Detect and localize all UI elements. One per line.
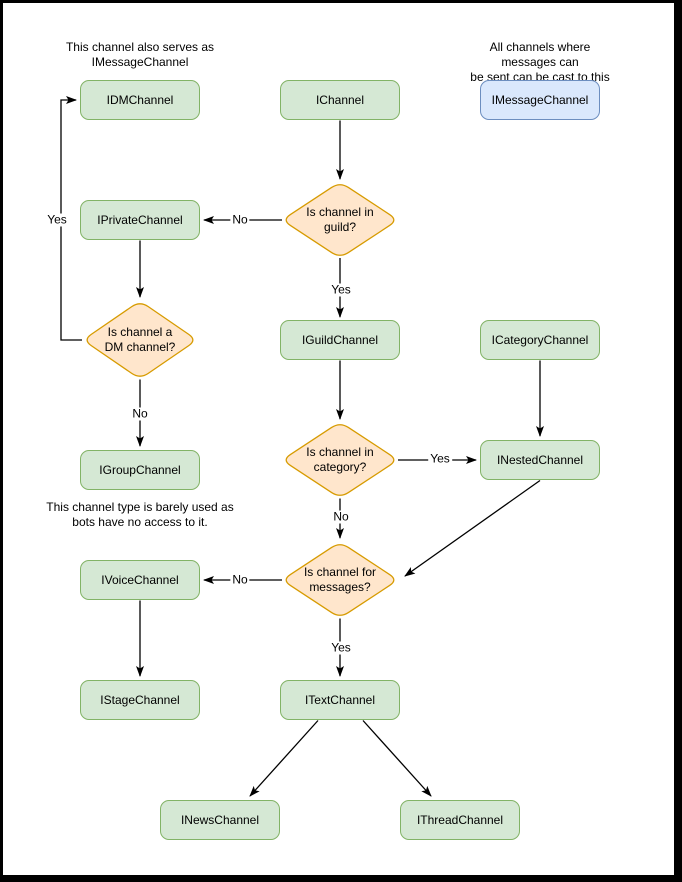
- node-label: ITextChannel: [304, 693, 376, 707]
- node-label: IMessageChannel: [491, 93, 589, 107]
- decision-dm-label: Is channel a DM channel?: [104, 325, 176, 354]
- node-label: IChannel: [315, 93, 365, 107]
- edge-label-guild-no: No: [230, 212, 250, 227]
- edge-label-dm-no: No: [130, 406, 150, 421]
- decision-dm-shape: [86, 303, 194, 377]
- node-label: IGroupChannel: [99, 463, 181, 477]
- edge-label-category-yes: Yes: [428, 451, 452, 466]
- node-ithreadchannel: IThreadChannel: [400, 800, 520, 840]
- decision-category-label: Is channel in category?: [306, 445, 374, 474]
- node-icategorychannel: ICategoryChannel: [480, 320, 600, 360]
- edge-label-dm-yes: Yes: [45, 212, 69, 227]
- node-label: IStageChannel: [100, 693, 180, 707]
- edge-itextchannel-to-ithreadchannel: [362, 720, 432, 797]
- decision-guild-label: Is channel in guild?: [306, 205, 374, 234]
- node-inewschannel: INewsChannel: [160, 800, 280, 840]
- node-label: INewsChannel: [180, 813, 260, 827]
- decision-category-shape: [285, 424, 395, 496]
- node-istagechannel: IStageChannel: [80, 680, 200, 720]
- node-igroupchannel: IGroupChannel: [80, 450, 200, 490]
- node-iguildchannel: IGuildChannel: [280, 320, 400, 360]
- edge-label-category-no: No: [331, 509, 351, 524]
- node-idmchannel: IDMChannel: [80, 80, 200, 120]
- node-label: IGuildChannel: [301, 333, 379, 347]
- node-ichannel: IChannel: [280, 80, 400, 120]
- node-label: ICategoryChannel: [491, 333, 589, 347]
- node-iprivatechannel: IPrivateChannel: [80, 200, 200, 240]
- node-inestedchannel: INestedChannel: [480, 440, 600, 480]
- decision-guild-shape: [285, 184, 395, 256]
- node-label: IPrivateChannel: [97, 213, 183, 227]
- decision-messages-label: Is channel for messages?: [303, 565, 377, 594]
- edge-inestedchannel-to-messages-decision: [404, 479, 541, 577]
- edge-label-messages-yes: Yes: [329, 640, 353, 655]
- edge-label-messages-no: No: [230, 572, 250, 587]
- node-label: IVoiceChannel: [101, 573, 179, 587]
- edge-label-guild-yes: Yes: [329, 282, 353, 297]
- note-idmchannel-serves-imessagechannel: This channel also serves as IMessageChan…: [65, 40, 215, 69]
- node-label: IThreadChannel: [416, 813, 504, 827]
- node-imessagechannel: IMessageChannel: [480, 80, 600, 120]
- node-itextchannel: ITextChannel: [280, 680, 400, 720]
- node-ivoicechannel: IVoiceChannel: [80, 560, 200, 600]
- node-label: IDMChannel: [106, 93, 174, 107]
- edge-itextchannel-to-inewschannel: [249, 720, 319, 797]
- node-label: INestedChannel: [496, 453, 584, 467]
- note-igroupchannel-barely-used: This channel type is barely used as bots…: [46, 500, 234, 529]
- decision-messages-shape: [285, 544, 395, 616]
